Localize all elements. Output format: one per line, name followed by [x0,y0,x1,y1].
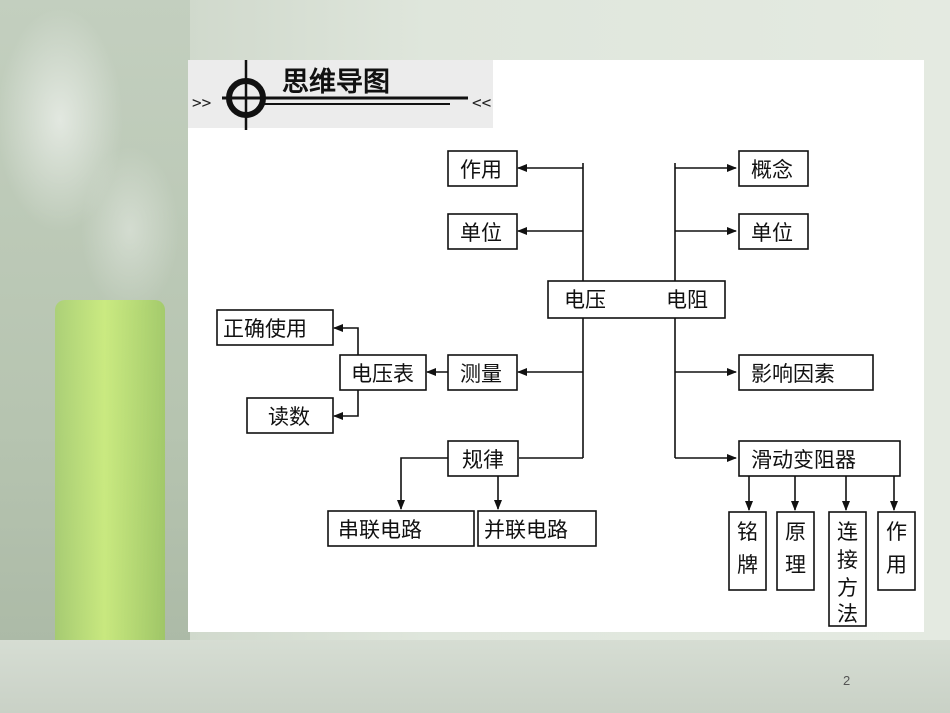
connectors [333,163,898,511]
voltage-unit-box [447,213,518,250]
voltmeter-label: 电压表 [351,362,414,386]
background-bottom-band [0,640,950,713]
principle-char-1: 原 [785,520,806,544]
connection-char-4: 法 [837,602,858,626]
decorative-glass-image [55,300,165,680]
labels: 电压 电阻 作用 单位 测量 电压表 正确使用 读数 规律 串联电路 并联电路 … [223,158,907,626]
function-box [877,511,916,591]
voltage-unit-label: 单位 [460,221,502,245]
nameplate-char-1: 铭 [737,520,758,544]
voltage-effect-box [447,150,518,187]
voltage-measure-box [447,354,518,391]
center-label-resistance: 电阻 [666,288,708,312]
header-title: 思维导图 [282,67,390,98]
correct-use-label: 正确使用 [223,317,307,341]
correct-use-box [216,309,334,346]
nameplate-char-2: 牌 [737,553,758,577]
header-deco-right: << [472,93,491,112]
connection-box [828,511,867,627]
voltmeter-box [339,354,427,391]
connection-char-2: 接 [837,548,858,572]
nameplate-box [728,511,767,591]
series-label: 串联电路 [338,518,422,542]
principle-char-2: 理 [785,553,806,577]
voltage-effect-label: 作用 [460,158,502,182]
rule-box [447,440,519,477]
center-label-voltage: 电压 [564,288,606,312]
concept-label: 概念 [751,158,793,182]
concept-box [738,150,809,187]
reading-label: 读数 [268,405,310,429]
arrow-reading [333,388,359,420]
center-box [547,280,726,319]
page-number: 2 [843,673,851,688]
resistance-unit-label: 单位 [751,221,793,245]
connection-char-3: 方 [837,576,858,600]
function-char-1: 作 [886,520,907,544]
arrow-series [397,457,448,510]
mind-map-diagram: >> << 思维导图 [188,60,916,627]
principle-box [776,511,815,591]
rule-label: 规律 [462,448,504,472]
rheostat-box [738,440,901,477]
header: >> << 思维导图 [188,60,493,130]
factors-label: 影响因素 [751,362,835,386]
header-deco-left: >> [192,93,211,112]
arrow-correct-use [333,324,359,356]
boxes [216,150,916,627]
reading-box [246,397,334,434]
function-char-2: 用 [886,553,907,577]
resistance-unit-box [738,213,809,250]
mind-map-panel: >> << 思维导图 [188,60,924,632]
parallel-label: 并联电路 [484,518,568,542]
connection-char-1: 连 [837,520,858,544]
voltage-measure-label: 测量 [460,362,502,386]
series-box [327,510,475,547]
factors-box [738,354,874,391]
rheostat-label: 滑动变阻器 [751,448,856,472]
parallel-box [477,510,597,547]
